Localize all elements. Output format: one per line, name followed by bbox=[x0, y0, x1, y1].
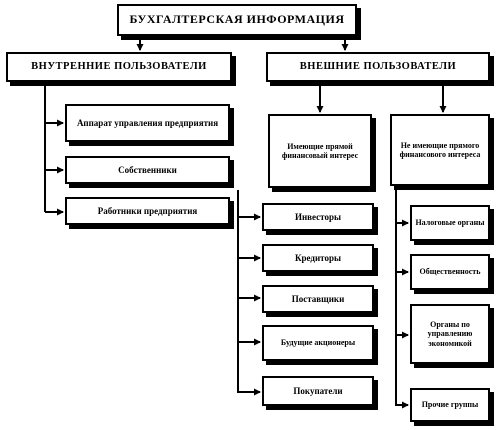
direct-item-suppliers: Поставщики bbox=[262, 285, 374, 313]
indirect-item-economic-bodies: Органы по управлению экономикой bbox=[410, 304, 490, 364]
internal-users-box: ВНУТРЕННИЕ ПОЛЬЗОВАТЕЛИ bbox=[6, 52, 232, 82]
indirect-item-tax-bodies: Налоговые органы bbox=[410, 205, 490, 241]
trunk-direct bbox=[237, 190, 261, 396]
direct-item-investors: Инвесторы bbox=[262, 203, 374, 231]
indirect-interest-box: Не имеющие прямого финансового интереса bbox=[390, 114, 490, 186]
internal-item-employees: Работники предприятия bbox=[65, 197, 230, 225]
external-users-box: ВНЕШНИЕ ПОЛЬЗОВАТЕЛИ bbox=[266, 52, 490, 82]
internal-item-owners: Собственники bbox=[65, 156, 230, 184]
indirect-item-public: Общественность bbox=[410, 254, 490, 290]
direct-item-future-shareholders: Будущие акционеры bbox=[262, 325, 374, 361]
root-box: БУХГАЛТЕРСКАЯ ИНФОРМАЦИЯ bbox=[117, 4, 357, 36]
direct-item-creditors: Кредиторы bbox=[262, 244, 374, 272]
direct-item-buyers: Покупатели bbox=[262, 376, 374, 406]
indirect-item-other-groups: Прочие группы bbox=[410, 388, 490, 422]
internal-item-management: Аппарат управления предприятия bbox=[65, 104, 230, 142]
direct-interest-box: Имеющие прямой финансовый интерес bbox=[268, 114, 372, 188]
trunk-indirect bbox=[395, 188, 409, 409]
